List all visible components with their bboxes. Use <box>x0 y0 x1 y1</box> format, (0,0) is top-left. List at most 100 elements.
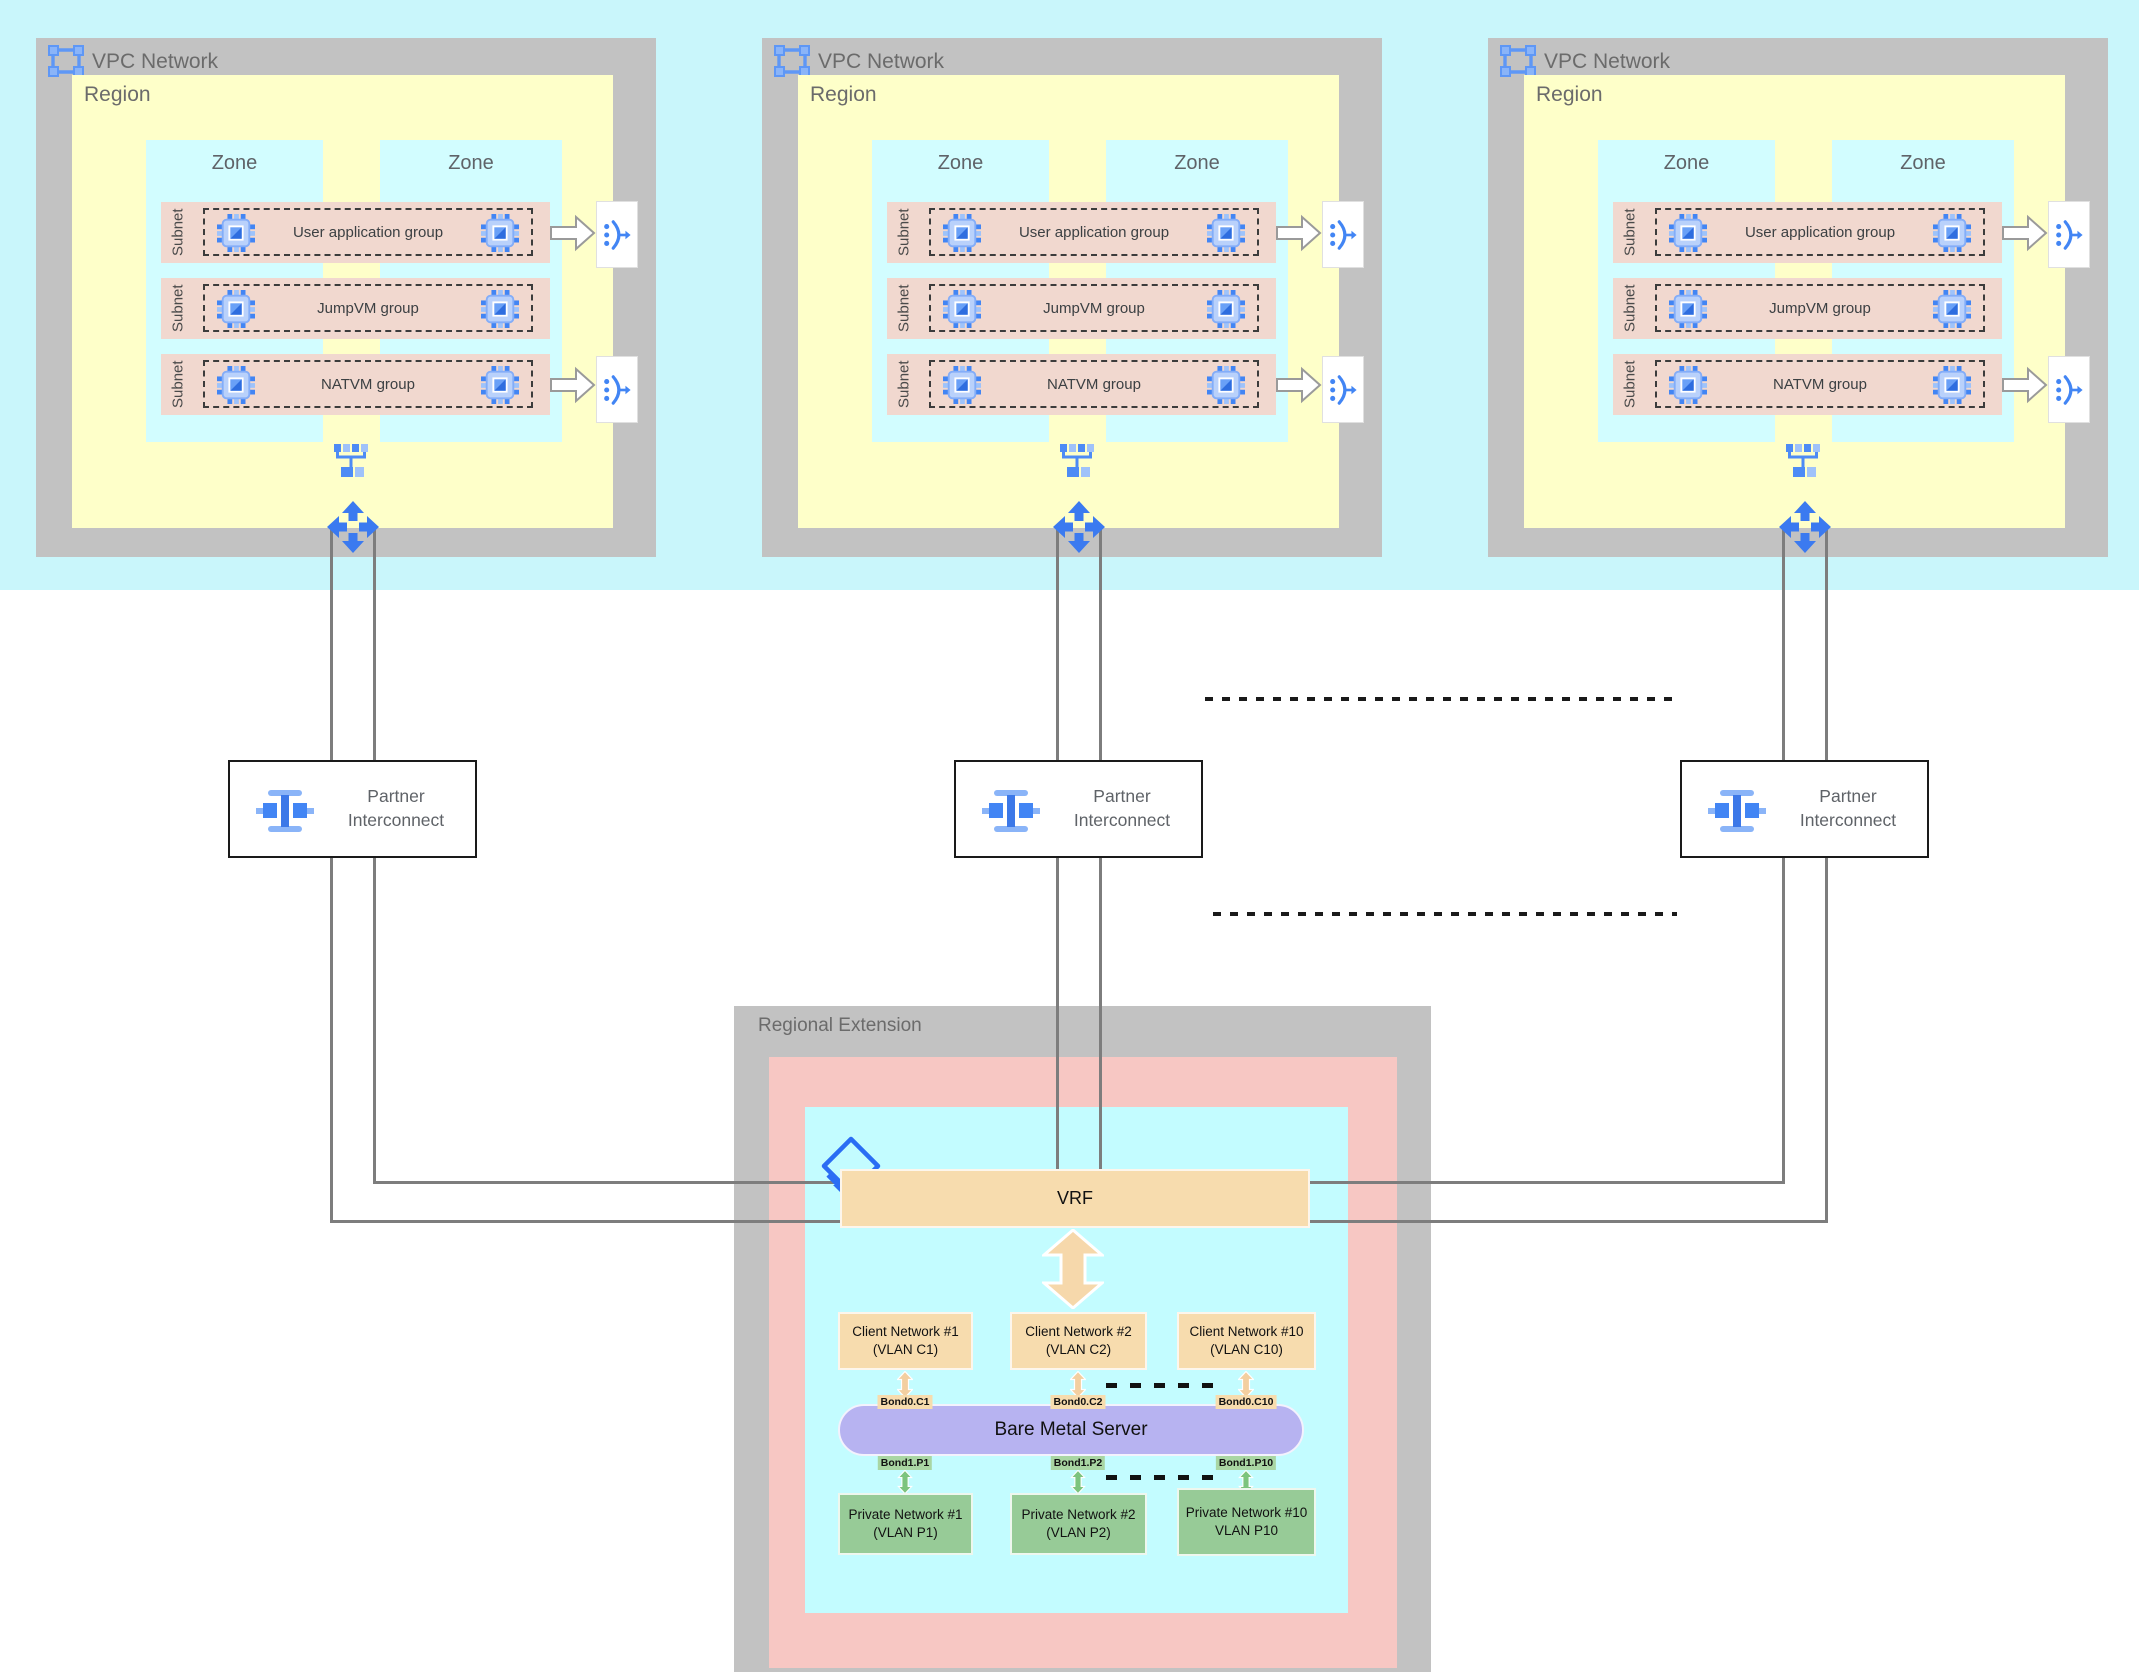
ellipsis-dashed-line <box>1106 1475 1216 1480</box>
zone-title: Zone <box>937 152 984 174</box>
subnet-label: Subnet <box>895 284 913 333</box>
vpc-network-icon <box>773 44 811 78</box>
subnet-row: Subnet NATVM group <box>887 354 1276 415</box>
instance-group-label: NATVM group <box>1047 375 1141 393</box>
load-balancer-box <box>2049 202 2089 267</box>
connector-line <box>330 1220 840 1223</box>
client-network-box: Client Network #10 (VLAN C10) <box>1177 1312 1316 1370</box>
private-network-name: Private Network #2 <box>1021 1506 1136 1522</box>
network-switch-icon <box>332 442 370 479</box>
load-balancer-box <box>1323 357 1363 422</box>
region-title: Region <box>84 83 151 106</box>
cloud-router-icon <box>1052 500 1106 554</box>
network-switch-icon <box>1058 442 1096 479</box>
connector-line <box>1310 1181 1785 1184</box>
connector-line <box>1099 528 1102 761</box>
subnet-label: Subnet <box>169 208 187 257</box>
egress-arrow <box>2002 214 2048 252</box>
instance-group-box: JumpVM group <box>203 284 533 332</box>
connector-line <box>330 858 333 1223</box>
instance-group-box: User application group <box>203 208 533 256</box>
private-network-vlan: VLAN P10 <box>1214 1523 1279 1538</box>
instance-group-box: JumpVM group <box>929 284 1259 332</box>
cloud-router-icon <box>326 500 380 554</box>
region-box: Region Zone Zone Subnet User application… <box>1524 75 2065 528</box>
client-network-name: Client Network #2 <box>1025 1323 1132 1339</box>
vm-instance-icon <box>1206 365 1246 405</box>
private-network-name: Private Network #1 <box>848 1506 963 1522</box>
subnet-label: Subnet <box>895 360 913 409</box>
client-network-box: Client Network #2 (VLAN C2) <box>1010 1312 1147 1370</box>
partner-interconnect-icon <box>1708 788 1766 834</box>
subnet-row: Subnet User application group <box>887 202 1276 263</box>
load-balancer-box <box>597 202 637 267</box>
vpc-network-block-3: VPC Network Region Zone Zone Subnet User… <box>1488 38 2108 557</box>
vrf-box: VRF <box>840 1169 1310 1228</box>
instance-group-box: JumpVM group <box>1655 284 1985 332</box>
zone-title: Zone <box>448 152 494 174</box>
zone-title: Zone <box>1174 152 1220 174</box>
client-network-name: Client Network #1 <box>852 1323 959 1339</box>
instance-group-label: NATVM group <box>1773 375 1867 393</box>
vpc-network-title: VPC Network <box>818 50 945 73</box>
instance-group-label: JumpVM group <box>1043 299 1145 317</box>
bond-label: Bond1.P1 <box>877 1456 933 1470</box>
instance-group-label: User application group <box>1018 223 1170 241</box>
zone-title: Zone <box>1900 152 1946 174</box>
vm-instance-icon <box>1206 213 1246 253</box>
region-title: Region <box>810 83 877 106</box>
client-network-name: Client Network #10 <box>1189 1323 1304 1339</box>
load-balancer-icon <box>2054 219 2084 250</box>
subnet-row: Subnet User application group <box>1613 202 2002 263</box>
private-network-name: Private Network #10 <box>1185 1504 1308 1520</box>
vpc-network-title: VPC Network <box>1544 50 1671 73</box>
region-box: Region Zone Zone Subnet User application… <box>72 75 613 528</box>
bond-label: Bond0.C1 <box>877 1395 933 1409</box>
connector-line <box>1099 858 1102 1171</box>
bare-metal-server: Bare Metal Server <box>838 1404 1304 1456</box>
vm-instance-icon <box>480 213 520 253</box>
load-balancer-box <box>597 357 637 422</box>
connector-line <box>1056 858 1059 1171</box>
subnet-row: Subnet JumpVM group <box>161 278 550 339</box>
vrf-double-arrow <box>1042 1228 1104 1310</box>
partner-interconnect-box: Partner Interconnect <box>954 760 1203 858</box>
partner-interconnect-box: Partner Interconnect <box>1680 760 1929 858</box>
private-network-vlan: (VLAN P1) <box>873 1525 938 1540</box>
instance-group-label: User application group <box>292 223 444 241</box>
vm-instance-icon <box>480 365 520 405</box>
subnet-label: Subnet <box>895 208 913 257</box>
zone-title: Zone <box>1663 152 1710 174</box>
load-balancer-box <box>2049 357 2089 422</box>
ellipsis-dashed-line <box>1106 1383 1216 1388</box>
instance-group-box: User application group <box>929 208 1259 256</box>
instance-group-box: NATVM group <box>203 360 533 408</box>
client-network-vlan: (VLAN C10) <box>1210 1342 1283 1357</box>
subnet-row: Subnet JumpVM group <box>887 278 1276 339</box>
vpc-network-icon <box>1499 44 1537 78</box>
subnet-label: Subnet <box>1621 284 1639 333</box>
instance-group-box: NATVM group <box>929 360 1259 408</box>
network-switch-icon <box>1784 442 1822 479</box>
vm-instance-icon <box>1932 365 1972 405</box>
instance-group-box: User application group <box>1655 208 1985 256</box>
instance-group-label: JumpVM group <box>317 299 419 317</box>
connector-line <box>1825 858 1828 1223</box>
private-network-box: Private Network #2 (VLAN P2) <box>1010 1493 1147 1555</box>
ellipsis-dotted-line <box>1205 697 1672 701</box>
private-network-box: Private Network #1 (VLAN P1) <box>838 1493 973 1555</box>
connector-line <box>1782 858 1785 1184</box>
partner-interconnect-label: Partner Interconnect <box>347 786 445 830</box>
vpc-network-icon <box>47 44 85 78</box>
subnet-row: Subnet NATVM group <box>161 354 550 415</box>
subnet-label: Subnet <box>169 360 187 409</box>
connector-line <box>1056 528 1059 761</box>
subnet-label: Subnet <box>169 284 187 333</box>
egress-arrow <box>550 366 596 404</box>
vm-instance-icon <box>1932 289 1972 329</box>
instance-group-label: NATVM group <box>321 375 415 393</box>
subnet-row: Subnet User application group <box>161 202 550 263</box>
bond-double-arrow <box>1069 1370 1087 1399</box>
bond-double-arrow <box>1237 1370 1255 1399</box>
bond-label: Bond1.P10 <box>1215 1456 1277 1470</box>
